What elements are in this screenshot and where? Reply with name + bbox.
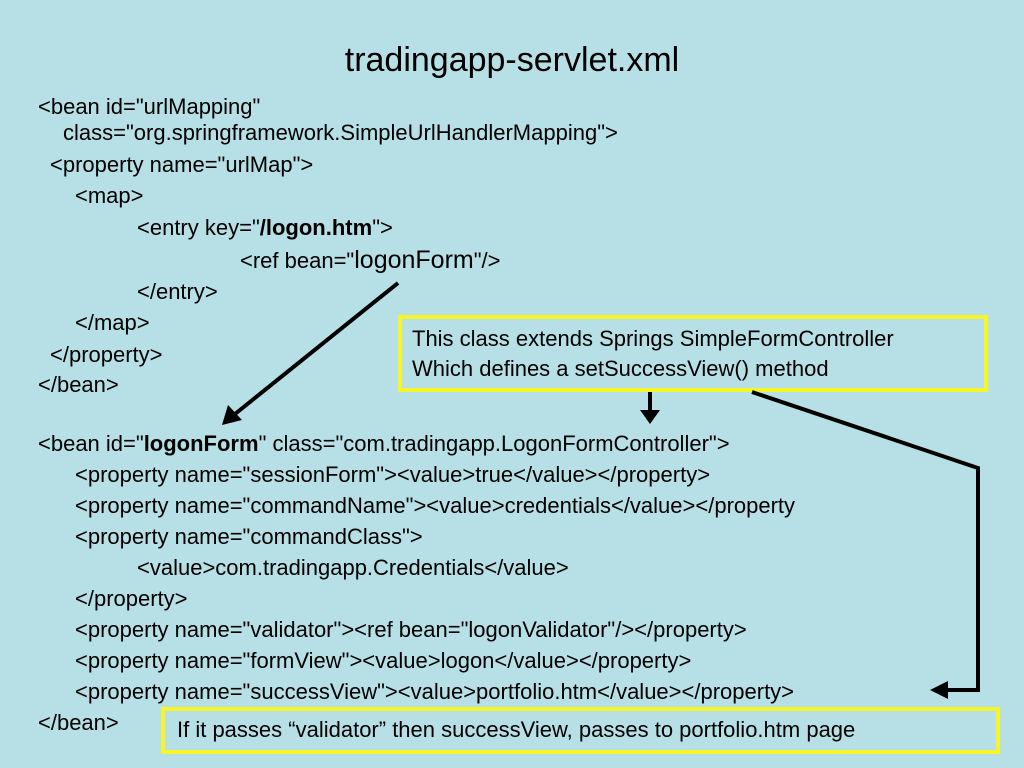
code-line-property-sessionform: <property name="sessionForm"><value>true… bbox=[75, 462, 711, 487]
arrow-ref-to-bean-head bbox=[222, 405, 242, 425]
code-line-property-commandclass: <property name="commandClass"> bbox=[75, 524, 423, 549]
callout-top-line-2: Which defines a setSuccessView() method bbox=[412, 356, 829, 381]
entry-key-value: /logon.htm bbox=[259, 215, 373, 240]
callout-top-line-1: This class extends Springs SimpleFormCon… bbox=[412, 326, 894, 351]
code-line-entry-close: </entry> bbox=[137, 279, 218, 304]
callout-bottom-text: If it passes “validator” then successVie… bbox=[177, 717, 856, 742]
code-line-bean-close: </bean> bbox=[38, 372, 119, 397]
arrow-ref-to-bean-line bbox=[233, 281, 400, 416]
slide-title: tradingapp-servlet.xml bbox=[344, 41, 680, 79]
code-line-bean-urlmapping: <bean id="urlMapping" bbox=[38, 94, 261, 119]
arrow-callout-to-successview-line bbox=[751, 390, 980, 692]
code-line-property-close: </property> bbox=[50, 342, 163, 367]
code-line-property-urlmap: <property name="urlMap"> bbox=[50, 152, 314, 177]
code-line-property-successview: <property name="successView"><value>port… bbox=[75, 679, 795, 704]
code-line-entry-key: <entry key="/logon.htm"> bbox=[137, 213, 393, 243]
code-line-property-formview: <property name="formView"><value>logon</… bbox=[75, 648, 692, 673]
code-line-bean-logonform: <bean id="logonForm" class="com.tradinga… bbox=[38, 429, 730, 459]
code-line-map-close: </map> bbox=[75, 310, 150, 335]
arrow-down-short-head bbox=[640, 410, 660, 424]
entry-key-prefix: <entry key=" bbox=[137, 215, 260, 240]
code-line-property-commandname: <property name="commandName"><value>cred… bbox=[75, 493, 796, 518]
ref-bean-suffix: "/> bbox=[473, 248, 501, 273]
callout-simpleformcontroller: This class extends Springs SimpleFormCon… bbox=[398, 315, 988, 392]
code-line-property-validator: <property name="validator"><ref bean="lo… bbox=[75, 617, 747, 642]
code-line-bean-close-2: </bean> bbox=[38, 710, 119, 735]
bean-id-value: logonForm bbox=[143, 431, 259, 456]
code-line-ref-bean: <ref bean="logonForm"/> bbox=[240, 245, 501, 276]
bean-id-prefix: <bean id=" bbox=[38, 431, 144, 456]
code-line-class-handler-mapping: class="org.springframework.SimpleUrlHand… bbox=[63, 120, 618, 145]
code-line-map-open: <map> bbox=[75, 183, 144, 208]
ref-bean-prefix: <ref bean=" bbox=[240, 248, 355, 273]
ref-bean-value: logonForm bbox=[354, 246, 474, 274]
bean-id-suffix: " class="com.tradingapp.LogonFormControl… bbox=[258, 431, 730, 456]
code-line-property-close-2: </property> bbox=[75, 586, 188, 611]
code-line-value-credentials: <value>com.tradingapp.Credentials</value… bbox=[137, 555, 569, 580]
entry-key-suffix: "> bbox=[372, 215, 393, 240]
callout-validator-successview: If it passes “validator” then successVie… bbox=[161, 707, 1000, 754]
arrow-callout-to-successview-head bbox=[930, 681, 948, 699]
